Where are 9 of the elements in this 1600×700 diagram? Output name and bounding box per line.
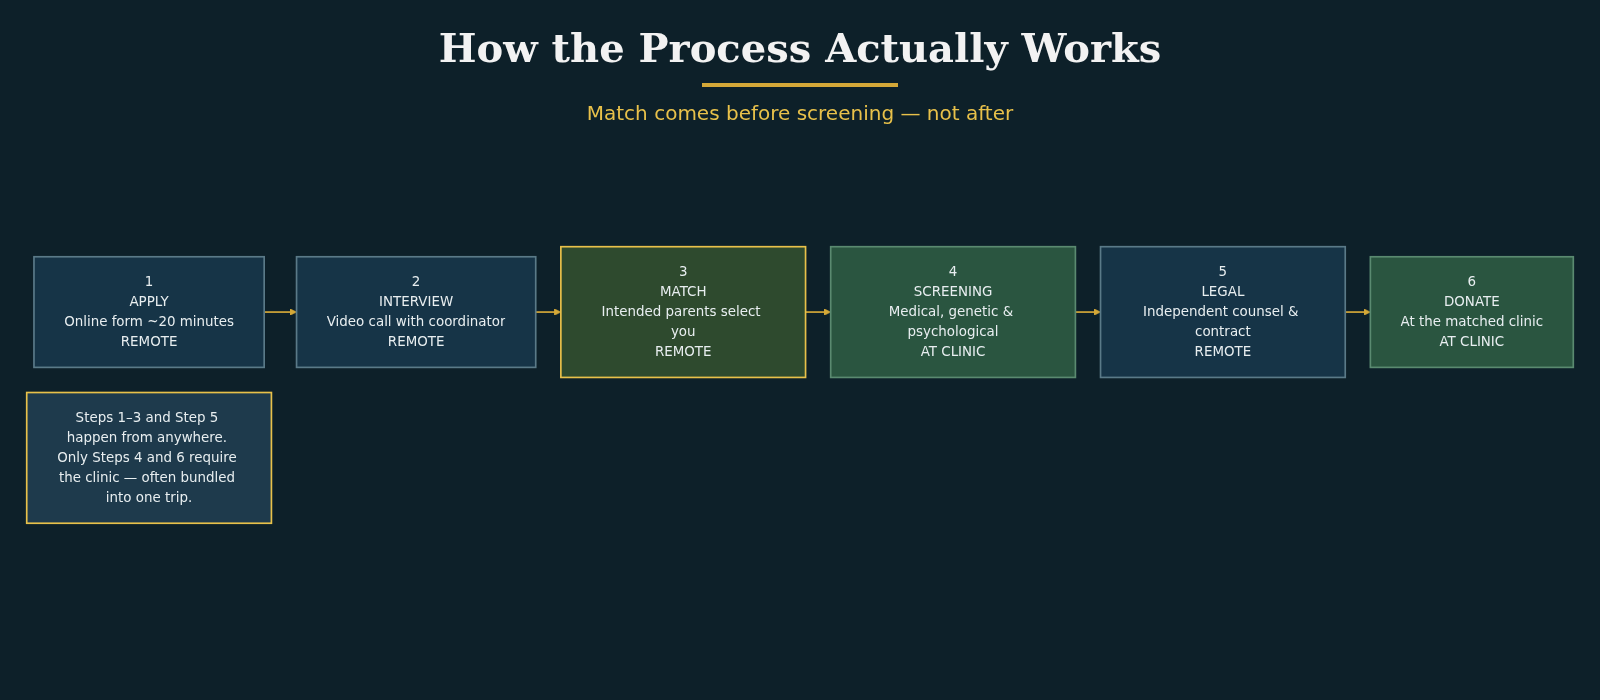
node-box: 3 MATCH Intended parents select you REMOTE (560, 245, 807, 379)
subtitle: Match comes before screening — not after (586, 101, 1014, 125)
node-box: 2 INTERVIEW Video call with coordinator REMOTE (295, 255, 537, 369)
title: How the Process Actually Works (438, 24, 1162, 71)
node-box: 5 LEGAL Independent counsel & contract REMOTE (1099, 245, 1347, 379)
node-box: 6 DONATE At the matched clinic AT CLINIC (1369, 255, 1575, 369)
node-box: 4 SCREENING Medical, genetic & psychological AT CLINIC (829, 245, 1077, 379)
node-box: 1 APPLY Online form ~20 minutes REMOTE (33, 255, 265, 369)
node-box: Steps 1–3 and Step 5 happen from anywhere. Only Steps 4 and 6 require the clinic — often bundled into one trip. (25, 391, 273, 525)
